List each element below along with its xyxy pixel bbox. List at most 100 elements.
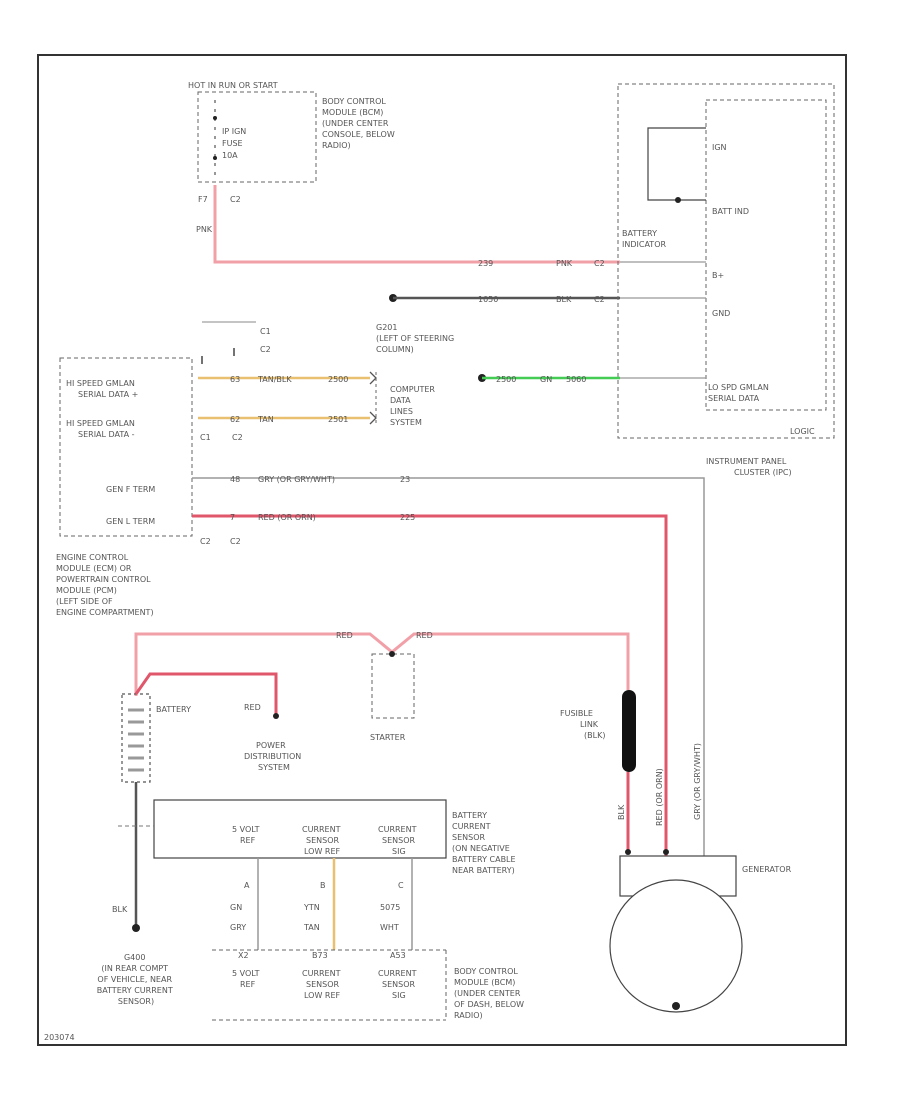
computer-data-lines-label: COMPUTER DATA LINES SYSTEM [390,385,438,427]
bcm-pin-right: C2 [230,195,241,204]
gry-gen-f-wire [192,477,705,856]
gen-wire-red-label: RED (OR ORN) [655,768,664,826]
gen-l-wire-b: RED (OR ORN) [258,513,316,522]
hot-run-start-label: HOT IN RUN OR START [188,81,278,90]
bcm-top-title: BODY CONTROL MODULE (BCM) (UNDER CENTER … [322,97,397,150]
ecm-title: ENGINE CONTROL MODULE (ECM) OR POWERTRAI… [56,553,154,617]
gen-l-wire-c: 225 [400,513,415,522]
red-pds-label: RED [244,703,261,712]
wire-239-label: 239 [478,259,493,268]
ipc-bplus-label: B+ [712,271,724,280]
tan-wire-2-a: 62 [230,415,240,424]
c1-label: C1 [260,327,271,336]
ipc-gnd-label: GND [712,309,730,318]
ipc-batt-ind-label: BATT IND [712,207,749,216]
fuse-label-3: 10A [222,151,238,160]
ecm-c2-label: C2 [232,433,243,442]
corner-code: 203074 [44,1033,75,1042]
sensor-5v-label: 5 VOLT REF [232,825,262,845]
red-label-1: RED [336,631,353,640]
wire-pnk-label-2: PNK [556,259,573,268]
bcm-pin-a: X2 [238,951,249,960]
sw-b-1: YTN [303,903,320,912]
bcm-bottom-title: BODY CONTROL MODULE (BCM) (UNDER CENTER … [454,967,527,1020]
bcm-bottom-sig: CURRENT SENSOR SIG [378,969,419,1000]
ipc-ign-label: IGN [712,143,727,152]
starter-motor: STARTER [370,651,415,742]
fuse-label-1: IP IGN [222,127,246,136]
ipc-logic-label: LOGIC [790,427,815,436]
ecm-hi-spd-minus: HI SPEED GMLAN SERIAL DATA - [66,419,137,439]
diagram-frame [37,54,847,1046]
tan-wire-2-b: TAN [257,415,274,424]
fuse-label-2: FUSE [222,139,243,148]
gmlan-wire-label-1: 2500 [496,375,516,384]
sw-c-2: WHT [380,923,399,932]
tan-wire-2-c: 2501 [328,415,348,424]
red-pds-wire [134,672,278,714]
ipc-lo-spd-label: LO SPD GMLAN SERIAL DATA [708,383,771,403]
battery-label: BATTERY [156,705,191,714]
wire-pnk-label-1: PNK [196,225,213,234]
sensor-low-label: CURRENT SENSOR LOW REF [302,825,343,856]
ecm-gen-f-label: GEN F TERM [106,485,155,494]
blk-ground-label: BLK [112,905,128,914]
wire-blk-label: BLK [556,295,572,304]
bcm-pin-b: B73 [312,951,328,960]
starter-label: STARTER [370,733,406,742]
bcm-bottom-5v: 5 VOLT REF [232,969,262,989]
red-label-2: RED [416,631,433,640]
tan-wire-1-a: 63 [230,375,240,384]
pds-title: POWER DISTRIBUTION SYSTEM [244,741,304,772]
tan-wire-1-b: TAN/BLK [257,375,292,384]
sw-b-2: TAN [303,923,320,932]
gen-f-wire-c: 23 [400,475,410,484]
gen-l-wire-a: 7 [230,513,235,522]
generator-label: GENERATOR [742,865,792,874]
pds-dot [273,713,279,719]
ecm-c1-label: C1 [200,433,211,442]
gen-wire-gry-label: GRY (OR GRY/WHT) [693,743,702,820]
sw-a-1: GN [230,903,242,912]
wire-1050-label: 1050 [478,295,498,304]
red-battery-feed [134,632,630,696]
wire-c2-label-1: C2 [594,259,605,268]
bcm-pin-c: A53 [390,951,406,960]
bcm-bottom-module: X2 B73 A53 5 VOLT REF CURRENT SENSOR LOW… [212,949,447,1021]
bcm-fuse-module: HOT IN RUN OR START IP IGN FUSE 10A BODY… [188,81,397,234]
gmlan-wire-label-3: 5060 [566,375,586,384]
pin-b-label: B [320,881,326,890]
sw-a-2: GRY [230,923,246,932]
g201-title: G201 (LEFT OF STEERING COLUMN) [376,323,457,354]
ecm-c2-a-label: C2 [200,537,211,546]
battery-indicator-label: BATTERY INDICATOR [622,229,666,249]
fusible-link: FUSIBLE LINK (BLK) [560,690,636,772]
pnk-wire-ign [213,185,620,264]
red-gen-l-wire [192,514,668,856]
ecm-hi-spd-plus: HI SPEED GMLAN SERIAL DATA + [66,379,138,399]
c2-label: C2 [260,345,271,354]
ecm-gen-l-label: GEN L TERM [106,517,155,526]
battery: BATTERY [121,693,191,783]
g400-ground-dot [132,924,140,932]
sw-c-1: 5075 [380,903,400,912]
bcm-pin-left: F7 [198,195,208,204]
sensor-sig-label: CURRENT SENSOR SIG [378,825,419,856]
wire-c2-label-2: C2 [594,295,605,304]
ipc-title: INSTRUMENT PANEL CLUSTER (IPC) [706,457,792,477]
g400-title: G400 (IN REAR COMPT OF VEHICLE, NEAR BAT… [97,953,176,1006]
gmlan-wire-label-2: GN [540,375,552,384]
pin-c-label: C [398,881,404,890]
gen-f-wire-b: GRY (OR GRY/WHT) [258,475,335,484]
bcm-bottom-low: CURRENT SENSOR LOW REF [302,969,343,1000]
sensor-title: BATTERY CURRENT SENSOR (ON NEGATIVE BATT… [452,811,518,875]
pin-a-label: A [244,881,250,890]
fusible-link-label: FUSIBLE LINK (BLK) [560,709,605,740]
ecm-c2-b-label: C2 [230,537,241,546]
gen-f-wire-a: 48 [230,475,240,484]
engine-control-module: HI SPEED GMLAN SERIAL DATA + HI SPEED GM… [59,357,243,546]
tan-wire-1-c: 2500 [328,375,348,384]
instrument-panel-cluster: IGN BATT IND BATTERY INDICATOR B+ GND LO… [617,83,835,439]
battery-current-sensor: 5 VOLT REF CURRENT SENSOR LOW REF CURREN… [118,799,447,859]
